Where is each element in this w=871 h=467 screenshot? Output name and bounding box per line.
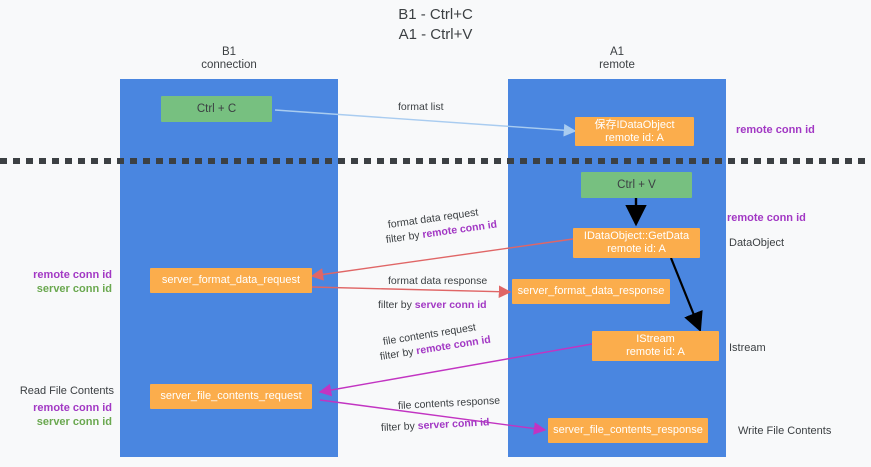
edge-label-format-data-response-filter: filter by server conn id [378, 299, 487, 311]
node-istream-line1: IStream [636, 333, 675, 345]
node-server-file-contents-request-label: server_file_contents_request [160, 390, 302, 402]
filter-key-server-conn-id: server conn id [414, 299, 487, 311]
annotation-left-mid-remote-conn-id: remote conn id [33, 269, 112, 281]
column-header-a1: A1 remote [508, 46, 726, 72]
column-header-b1-subtitle: connection [201, 59, 257, 71]
annotation-left-bottom-remote-conn-id: remote conn id [33, 402, 112, 414]
node-server-format-data-response[interactable]: server_format_data_response [512, 279, 670, 304]
annotation-write-file-contents: Write File Contents [738, 425, 832, 437]
node-idataobject-top-line2: remote id: A [605, 131, 664, 144]
filter-key-server-conn-id: server conn id [417, 416, 490, 433]
filter-prefix: filter by [385, 228, 424, 246]
edge-label-format-list: format list [398, 101, 444, 113]
column-header-a1-subtitle: remote [599, 59, 635, 71]
annotation-left-bottom-conn-ids: remote conn id server conn id [0, 401, 112, 429]
annotation-left-bottom-server-conn-id: server conn id [36, 416, 112, 428]
node-getdata-line2: remote id: A [607, 243, 666, 255]
node-ctrl-v-label: Ctrl + V [617, 178, 656, 191]
edge-label-file-contents-response-filter: filter by server conn id [381, 416, 490, 434]
node-server-file-contents-response-label: server_file_contents_response [553, 424, 703, 436]
node-ctrl-v[interactable]: Ctrl + V [581, 172, 692, 198]
column-header-b1: B1 connection [120, 46, 338, 72]
filter-prefix: filter by [378, 299, 415, 311]
filter-prefix: filter by [380, 420, 419, 434]
node-idataobject-getdata[interactable]: IDataObject::GetData remote id: A [573, 228, 700, 258]
arrow-format-data-response [311, 285, 512, 299]
node-server-format-data-request-label: server_format_data_request [161, 274, 301, 286]
dashed-separator-line [0, 158, 871, 164]
column-header-a1-name: A1 [609, 46, 625, 58]
edge-label-format-data-response: format data response [388, 275, 488, 287]
annotation-dataobject: DataObject [729, 237, 785, 249]
node-server-format-data-response-label: server_format_data_response [517, 285, 665, 297]
annotation-left-mid-server-conn-id: server conn id [36, 283, 112, 295]
node-server-format-data-request[interactable]: server_format_data_request [150, 268, 312, 293]
title-line-2: A1 - Ctrl+V [398, 26, 473, 43]
annotation-right-top-remote-conn-id: remote conn id [736, 124, 815, 136]
title-line-1: B1 - Ctrl+C [398, 6, 473, 23]
node-server-file-contents-request[interactable]: server_file_contents_request [150, 384, 312, 409]
node-server-file-contents-response[interactable]: server_file_contents_response [548, 418, 708, 443]
diagram-title: B1 - Ctrl+C A1 - Ctrl+V [0, 5, 871, 45]
node-idataobject-top-line1: 保存IDataObject [594, 118, 675, 131]
edge-label-file-contents-response: file contents response [397, 394, 501, 412]
annotation-read-file-contents: Read File Contents [19, 385, 114, 397]
filter-prefix: filter by [379, 345, 418, 363]
annotation-istream: Istream [729, 342, 766, 354]
annotation-left-mid-conn-ids: remote conn id server conn id [0, 268, 112, 296]
node-istream-line2: remote id: A [626, 346, 685, 358]
node-ctrl-c-label: Ctrl + C [196, 102, 237, 115]
node-idataobject-top[interactable]: 保存IDataObject remote id: A [575, 117, 694, 146]
node-istream[interactable]: IStream remote id: A [592, 331, 719, 361]
column-header-b1-name: B1 [221, 46, 237, 58]
node-ctrl-c[interactable]: Ctrl + C [161, 96, 272, 122]
annotation-right-mid-remote-conn-id: remote conn id [727, 212, 806, 224]
node-getdata-line1: IDataObject::GetData [583, 230, 690, 242]
